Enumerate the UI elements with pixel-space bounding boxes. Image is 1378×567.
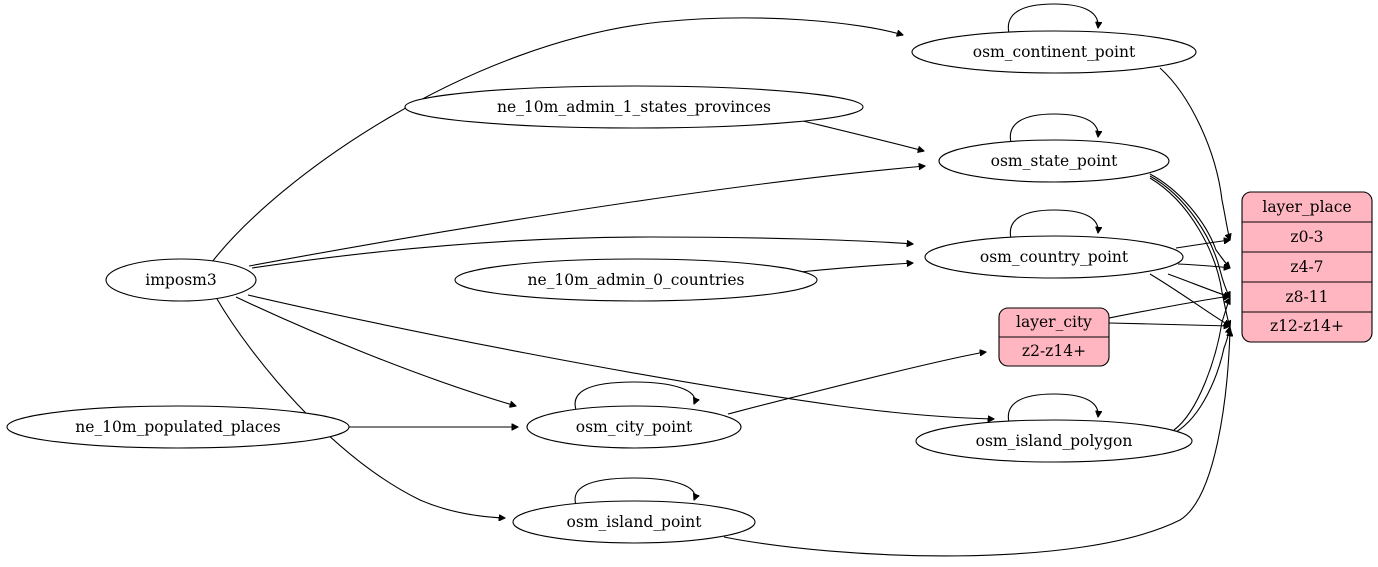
record-nodes-layer: layer_place z0-3 z4-7 z8-11 z12-z14+ lay… — [998, 191, 1373, 367]
nodes-layer: imposm3 ne_10m_admin_1_states_provinces … — [6, 30, 1197, 544]
node-osm_island_point[interactable]: osm_island_point — [512, 500, 756, 544]
edge-self-loop-osm_island_polygon — [1007, 393, 1098, 427]
edge-self-loop-osm_city_point — [574, 381, 695, 416]
node-label-osm_country_point: osm_country_point — [980, 248, 1129, 266]
edge-ne_10m_admin_1_states_provinces-to-osm_state_point — [802, 120, 924, 151]
node-osm_continent_point[interactable]: osm_continent_point — [911, 30, 1197, 74]
record-row-layer_place-z4-7[interactable]: z4-7 — [1290, 258, 1323, 276]
node-ne_10m_admin_0_countries[interactable]: ne_10m_admin_0_countries — [454, 258, 818, 302]
node-label-osm_city_point: osm_city_point — [576, 418, 693, 436]
node-label-osm_island_polygon: osm_island_polygon — [976, 432, 1133, 450]
node-label-imposm3: imposm3 — [145, 271, 216, 289]
edge-osm_island_point-to-layer_place-z12-z14+ — [723, 330, 1230, 557]
edge-osm_continent_point-to-layer_place-z0-3 — [1159, 67, 1230, 240]
node-osm_country_point[interactable]: osm_country_point — [924, 235, 1184, 279]
node-label-osm_state_point: osm_state_point — [991, 152, 1119, 170]
record-row-layer_city-title: layer_city — [1016, 313, 1092, 331]
edge-osm_island_polygon-to-layer_place-z8-11 — [1173, 298, 1230, 431]
node-osm_state_point[interactable]: osm_state_point — [938, 139, 1170, 183]
node-label-ne_10m_admin_0_countries: ne_10m_admin_0_countries — [528, 271, 745, 289]
record-node-layer_city[interactable]: layer_city z2-z14+ — [998, 307, 1110, 367]
edge-imposm3-to-osm_island_point — [216, 298, 505, 518]
node-osm_island_polygon[interactable]: osm_island_polygon — [915, 419, 1193, 463]
node-ne_10m_populated_places[interactable]: ne_10m_populated_places — [6, 405, 350, 449]
edge-imposm3-to-osm_state_point — [248, 166, 925, 267]
edge-self-loop-osm_island_point — [574, 477, 695, 511]
edge-imposm3-to-osm_city_point — [235, 296, 516, 406]
node-imposm3[interactable]: imposm3 — [105, 258, 257, 302]
node-label-ne_10m_admin_1_states_provinces: ne_10m_admin_1_states_provinces — [497, 98, 771, 116]
record-row-layer_place-title: layer_place — [1262, 198, 1351, 216]
edge-ne_10m_admin_0_countries-to-osm_country_point — [799, 263, 913, 273]
node-ne_10m_admin_1_states_provinces[interactable]: ne_10m_admin_1_states_provinces — [404, 85, 864, 129]
edge-layer_city-to-layer_place-z12-z14+ — [1108, 323, 1230, 326]
edge-osm_country_point-to-layer_place-z0-3 — [1175, 240, 1230, 249]
edge-imposm3-to-osm_island_polygon — [247, 294, 994, 419]
edge-osm_state_point-to-layer_place-z4-7 — [1149, 173, 1230, 268]
edge-osm_country_point-to-layer_place-z4-7 — [1177, 263, 1230, 268]
record-row-layer_place-z0-3[interactable]: z0-3 — [1290, 228, 1323, 246]
record-row-layer_place-z8-11[interactable]: z8-11 — [1286, 288, 1329, 306]
record-row-layer_place-z12-z14plus[interactable]: z12-z14+ — [1270, 317, 1344, 335]
node-label-osm_island_point: osm_island_point — [567, 513, 703, 531]
edge-self-loop-osm_country_point — [1009, 209, 1098, 243]
node-label-osm_continent_point: osm_continent_point — [973, 43, 1136, 61]
edge-self-loop-osm_state_point — [1009, 113, 1098, 147]
edge-self-loop-osm_continent_point — [1007, 3, 1098, 38]
edge-imposm3-to-osm_country_point — [251, 236, 913, 269]
node-label-ne_10m_populated_places: ne_10m_populated_places — [75, 418, 280, 436]
node-osm_city_point[interactable]: osm_city_point — [526, 405, 742, 449]
record-row-layer_city-z2-z14plus[interactable]: z2-z14+ — [1022, 342, 1086, 360]
edges-layer — [211, 3, 1230, 557]
edge-osm_city_point-to-layer_city-z2-z14+ — [727, 352, 986, 415]
edge-osm_state_point-to-layer_place-z8-11 — [1149, 175, 1230, 298]
edge-layer_city-to-layer_place-z8-11 — [1108, 296, 1230, 319]
edge-imposm3-to-osm_continent_point — [211, 17, 903, 263]
record-node-layer_place[interactable]: layer_place z0-3 z4-7 z8-11 z12-z14+ — [1241, 191, 1373, 343]
edge-osm_state_point-to-layer_place-z12-z14+ — [1149, 177, 1230, 327]
